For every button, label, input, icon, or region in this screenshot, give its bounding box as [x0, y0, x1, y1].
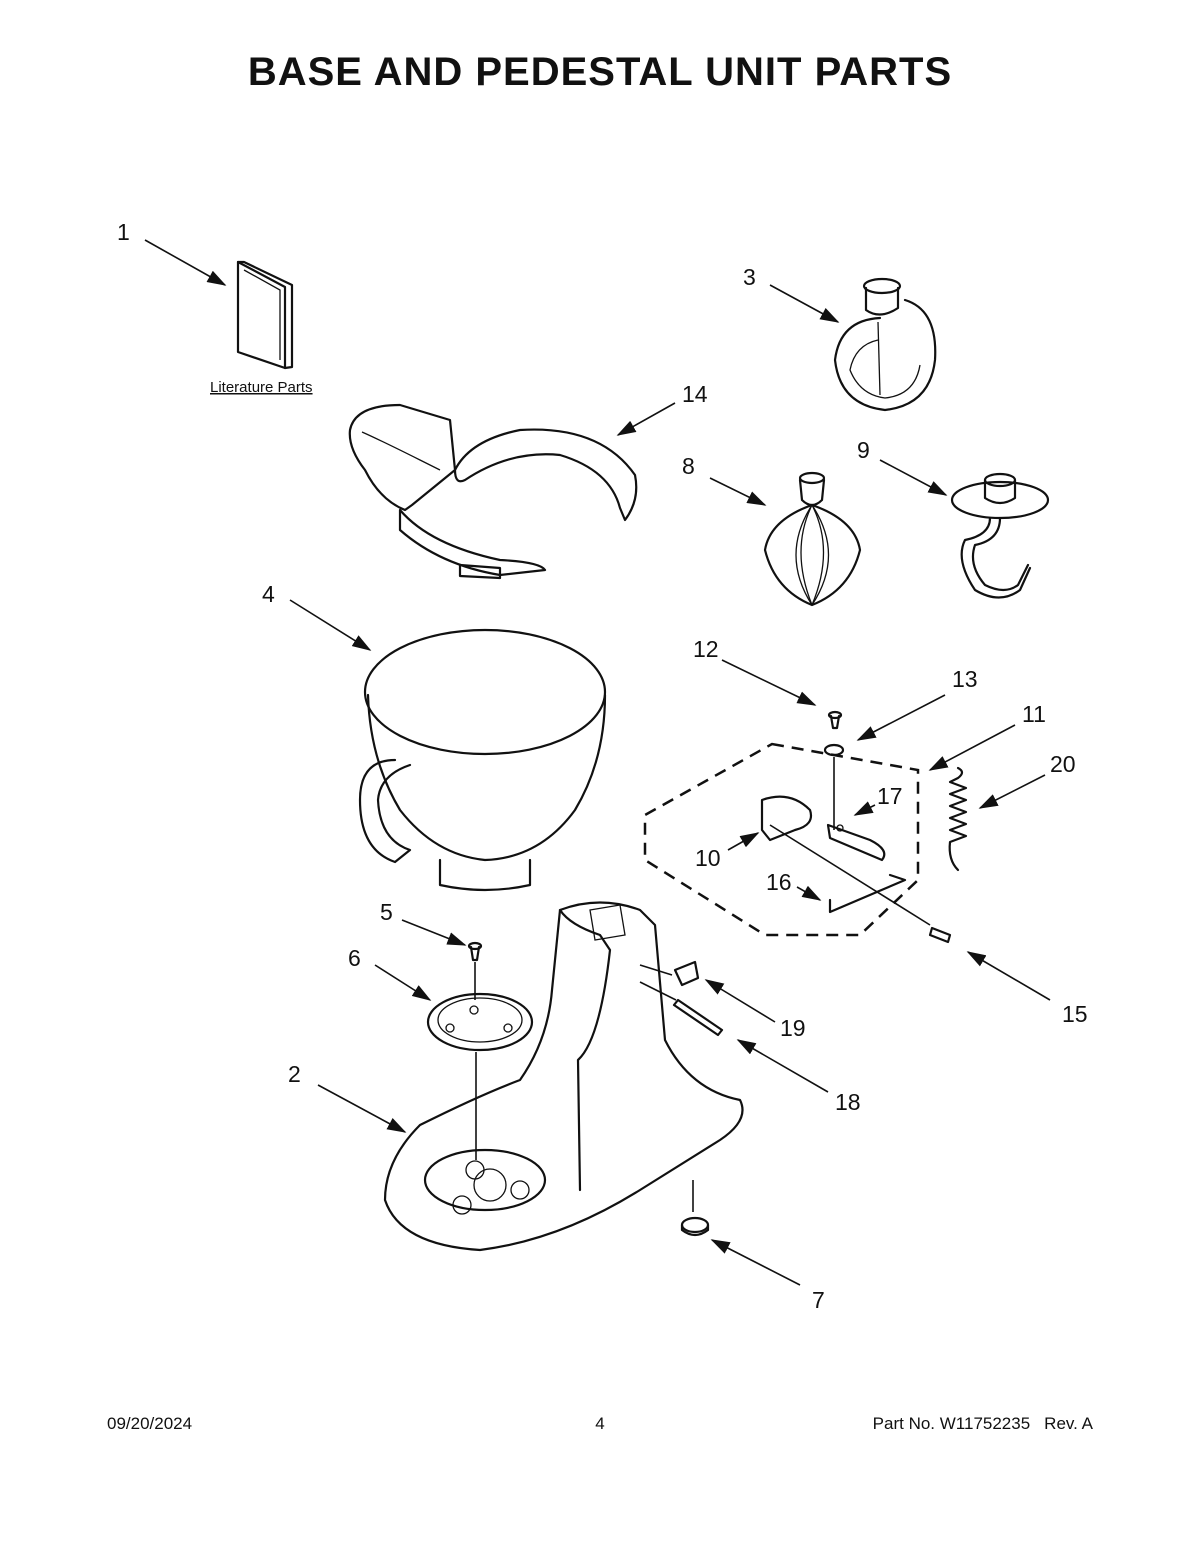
callout-14: 14 [682, 381, 708, 407]
callout-10: 10 [695, 845, 721, 871]
mixing-bowl [358, 628, 607, 892]
wire-whip [763, 471, 862, 607]
callout-15: 15 [1062, 1001, 1088, 1027]
callout-11: 11 [1022, 701, 1046, 727]
page-title: BASE AND PEDESTAL UNIT PARTS [247, 50, 953, 94]
pouring-shield [348, 403, 638, 580]
assembly-boundary [643, 742, 920, 937]
lift-lever-assembly [760, 795, 931, 926]
callout-3: 3 [743, 264, 756, 290]
foot-7 [680, 1180, 710, 1237]
footer-date: 09/20/2024 [107, 1414, 193, 1433]
callout-18: 18 [835, 1089, 861, 1115]
callout-19: 19 [780, 1015, 806, 1041]
pedestal-base [383, 901, 744, 1252]
callout-1: 1 [117, 219, 130, 245]
spring-20 [948, 766, 968, 872]
callout-9: 9 [857, 437, 870, 463]
screw-12 [827, 710, 843, 730]
washer-13 [823, 743, 845, 757]
flat-beater [833, 277, 937, 412]
clip-19 [673, 960, 700, 987]
callout-8: 8 [682, 453, 695, 479]
screw-5 [467, 941, 483, 962]
leader-arrows [144, 239, 1051, 1286]
literature-booklet [236, 260, 294, 370]
part-number: Part No. W11752235 [872, 1414, 1031, 1433]
callout-6: 6 [348, 945, 361, 971]
callout-5: 5 [380, 899, 393, 925]
callout-12: 12 [693, 636, 719, 662]
callout-17: 17 [877, 783, 903, 809]
footer-page-number: 4 [595, 1414, 605, 1433]
dough-hook [950, 472, 1050, 599]
rod-18 [672, 998, 724, 1037]
callout-13: 13 [952, 666, 978, 692]
literature-parts-label: Literature Parts [210, 379, 313, 396]
callout-20: 20 [1050, 751, 1076, 777]
pin-15 [928, 926, 952, 944]
callout-4: 4 [262, 581, 275, 607]
callout-2: 2 [288, 1061, 301, 1087]
callout-7: 7 [812, 1287, 825, 1313]
callout-16: 16 [766, 869, 792, 895]
footer-part-number: Part No. W11752235 Rev. A [873, 1414, 1093, 1434]
revision: Rev. A [1044, 1414, 1093, 1433]
plate-6 [426, 992, 534, 1052]
